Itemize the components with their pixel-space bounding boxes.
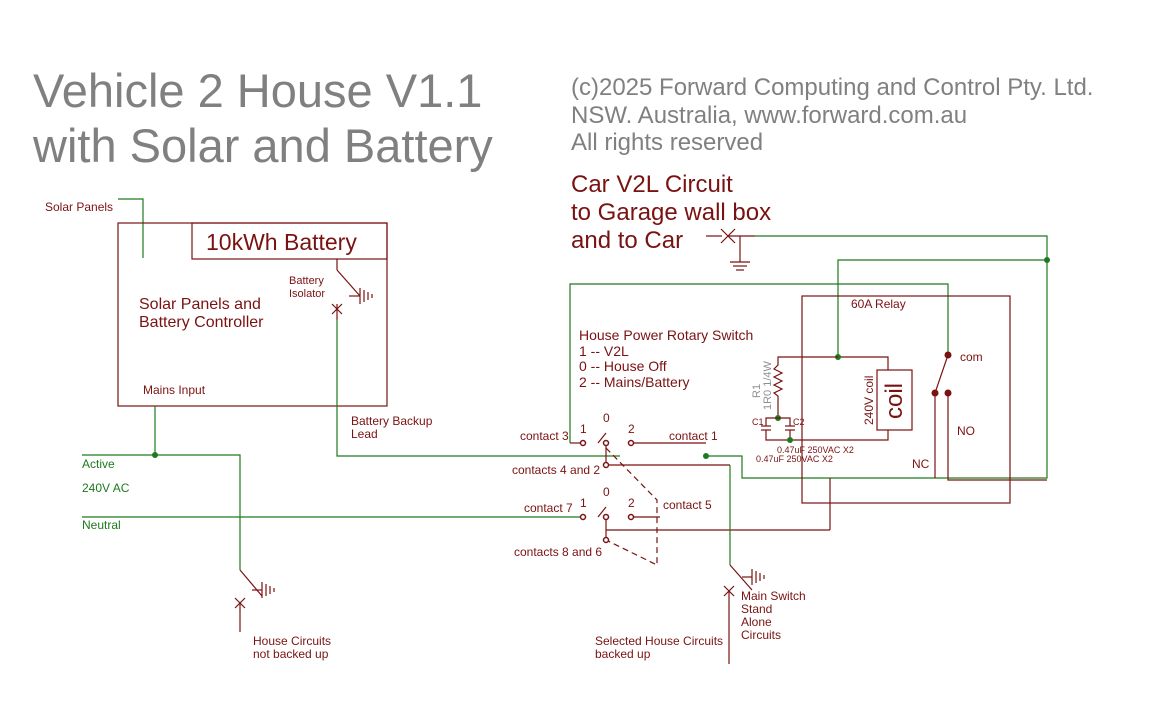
coil-bottom-wire bbox=[778, 430, 889, 441]
car-circuit-line1: Car V2L Circuit bbox=[571, 171, 733, 198]
capacitors bbox=[761, 417, 795, 443]
rotary-switch-title: House Power Rotary Switch bbox=[579, 327, 753, 343]
rotary-num0-lower: 0 bbox=[603, 485, 610, 499]
main-switch-line4: Circuits bbox=[741, 628, 781, 642]
rotary-switch-upper bbox=[569, 283, 949, 469]
relay-nc-label: NC bbox=[912, 457, 930, 471]
c1-label: C1 bbox=[752, 417, 764, 427]
v2l-feed-wire bbox=[569, 283, 949, 443]
contact1-label: contact 1 bbox=[669, 429, 718, 443]
copyright-line3: All rights reserved bbox=[571, 129, 763, 156]
neutral-label: Neutral bbox=[82, 518, 121, 532]
isolator-label-line2: Isolator bbox=[289, 288, 325, 300]
house-circuits-line1: House Circuits bbox=[253, 634, 331, 648]
main-switch-line3: Alone bbox=[741, 615, 772, 629]
contact3-label: contact 3 bbox=[520, 429, 569, 443]
car-connector-symbol bbox=[706, 228, 755, 271]
battery-title-box bbox=[191, 222, 388, 260]
r1-label: R1 bbox=[751, 384, 763, 398]
rotary-pos2: 2 -- Mains/Battery bbox=[579, 374, 689, 390]
rotary-num2-upper: 2 bbox=[628, 422, 635, 436]
controller-line1: Solar Panels and bbox=[139, 296, 261, 313]
coil-voltage-label: 240V coil bbox=[862, 376, 876, 425]
title-line2: with Solar and Battery bbox=[32, 119, 493, 172]
rotary-pos0: 0 -- House Off bbox=[579, 358, 667, 374]
relay-contacts bbox=[829, 351, 1047, 530]
battery-backup-wire bbox=[336, 320, 620, 457]
c2-label: C2 bbox=[793, 417, 805, 427]
active-wire bbox=[82, 454, 241, 570]
car-circuit-line2: to Garage wall box bbox=[571, 199, 771, 226]
active-junction bbox=[152, 452, 158, 458]
rotary-num1-upper: 1 bbox=[580, 422, 587, 436]
resistor-r1 bbox=[772, 356, 838, 418]
contact5-label: contact 5 bbox=[663, 498, 712, 512]
solar-panels-wire bbox=[118, 198, 144, 258]
relay-title: 60A Relay bbox=[851, 297, 906, 311]
selected-circuits-line2: backed up bbox=[595, 647, 651, 661]
backup-lead-line1: Battery Backup bbox=[351, 414, 433, 428]
backup-lead-line2: Lead bbox=[351, 427, 378, 441]
contacts42-label: contacts 4 and 2 bbox=[512, 463, 600, 477]
coil-text: coil bbox=[881, 383, 908, 419]
title-line1: Vehicle 2 House V1.1 bbox=[33, 64, 482, 117]
contact1-junction bbox=[703, 453, 709, 459]
relay-nc-wire bbox=[706, 235, 1048, 479]
isolator-label-line1: Battery bbox=[289, 275, 324, 287]
relay-box bbox=[801, 295, 1011, 504]
relay-com-label: com bbox=[960, 350, 983, 364]
rotary-num0-upper: 0 bbox=[603, 411, 610, 425]
r1-value: 1R0 1/4W bbox=[762, 360, 774, 410]
rotary-num1-lower: 1 bbox=[580, 496, 587, 510]
controller-line2: Battery Controller bbox=[139, 314, 264, 331]
relay-no-label: NO bbox=[957, 424, 975, 438]
coil-top-wire bbox=[838, 356, 889, 370]
contact7-label: contact 7 bbox=[524, 501, 573, 515]
battery-isolator-switch bbox=[331, 259, 373, 320]
battery-title: 10kWh Battery bbox=[206, 229, 357, 255]
rotary-pos1: 1 -- V2L bbox=[579, 343, 629, 359]
active-label: Active bbox=[82, 457, 115, 471]
main-switch-line2: Stand bbox=[741, 602, 772, 616]
car-circuit-line3: and to Car bbox=[571, 227, 683, 254]
main-switch-breaker bbox=[723, 564, 765, 664]
copyright-line2: NSW. Australia, www.forward.com.au bbox=[571, 102, 967, 129]
mains-input-label: Mains Input bbox=[143, 383, 206, 397]
copyright-line1: (c)2025 Forward Computing and Control Pt… bbox=[571, 74, 1093, 101]
main-switch-line1: Main Switch bbox=[741, 589, 806, 603]
coil-feed-wire bbox=[837, 259, 1047, 357]
solar-panels-label: Solar Panels bbox=[45, 200, 113, 214]
house-circuits-line2: not backed up bbox=[253, 647, 329, 661]
rotary-mechanical-link bbox=[605, 447, 658, 566]
selected-circuits-line1: Selected House Circuits bbox=[595, 634, 723, 648]
cap1-value: 0.47uF 250VAC X2 bbox=[777, 445, 854, 455]
house-circuits-breaker bbox=[234, 569, 275, 632]
voltage-label: 240V AC bbox=[82, 481, 130, 495]
relay-coil bbox=[876, 369, 913, 431]
rotary-num2-lower: 2 bbox=[628, 496, 635, 510]
rotary-switch-lower bbox=[579, 506, 830, 544]
contacts86-label: contacts 8 and 6 bbox=[514, 545, 602, 559]
cap2-value: 0.47uF 250VAC X2 bbox=[756, 454, 833, 464]
